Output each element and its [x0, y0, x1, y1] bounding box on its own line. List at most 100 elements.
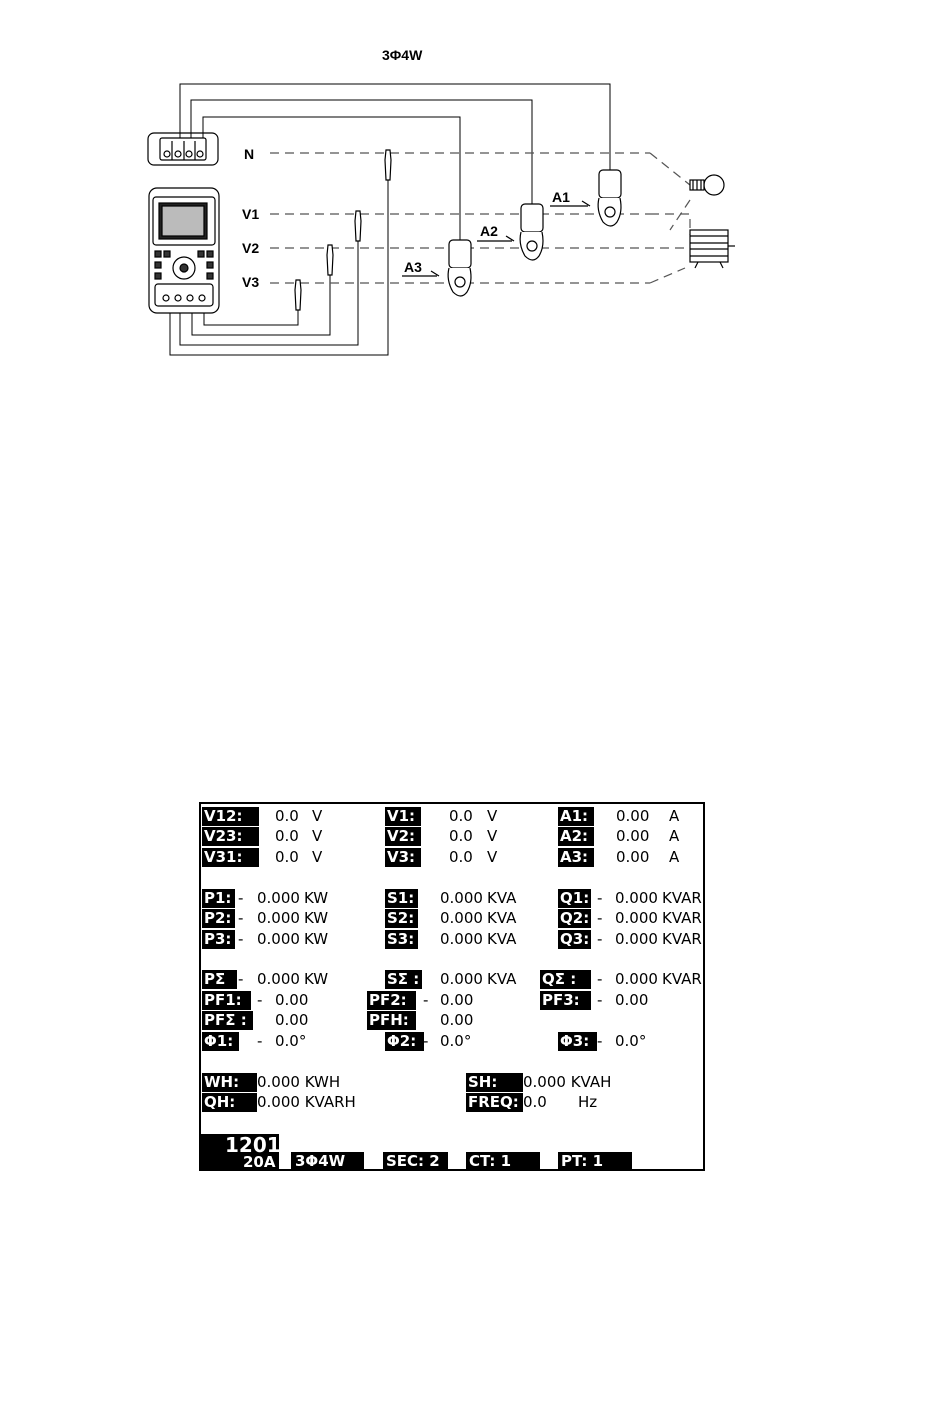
p3-label: P3:: [202, 930, 235, 949]
psum-sign: -: [238, 970, 244, 988]
a1-unit: A: [669, 807, 680, 825]
sh-value: 0.000 KVAH: [523, 1073, 612, 1091]
a1-value: 0.00: [616, 807, 650, 825]
clamp-wires: [179, 83, 611, 240]
q1-value: 0.000: [615, 889, 658, 907]
v12-value: 0.0: [275, 807, 299, 825]
s1-value: 0.000: [440, 889, 483, 907]
lcd-screen: V12: 0.0 V V23: 0.0 V V31: 0.0 V V1: 0.0…: [199, 802, 705, 1171]
s3-unit: KVA: [487, 930, 517, 948]
q3-sign: -: [597, 930, 603, 948]
p2-label: P2:: [202, 909, 235, 928]
phi2-value: 0.0°: [440, 1032, 472, 1050]
freq-label: FREQ:: [466, 1093, 523, 1112]
ssum-label: SΣ :: [385, 970, 422, 989]
v2-label: V2:: [385, 827, 421, 846]
v3-unit: V: [487, 848, 498, 866]
clamp-label-a2: A2: [480, 223, 498, 239]
p2-value: 0.000: [257, 909, 300, 927]
v23-label: V23:: [202, 827, 259, 846]
qsum-value: 0.000: [615, 970, 658, 988]
phase-lines: [270, 152, 691, 284]
wiring-mode: 3Φ4W: [291, 1152, 364, 1169]
power-meter-device: [148, 187, 220, 314]
pfsum-label: PFΣ :: [202, 1011, 253, 1030]
probe-wires: [169, 180, 389, 356]
lamp-load: [689, 174, 725, 196]
p1-unit: KW: [304, 889, 329, 907]
line-label-v3: V3: [242, 274, 259, 290]
line-label-n: N: [244, 146, 254, 162]
q2-value: 0.000: [615, 909, 658, 927]
p3-unit: KW: [304, 930, 329, 948]
q1-sign: -: [597, 889, 603, 907]
s3-value: 0.000: [440, 930, 483, 948]
q3-unit: KVAR: [662, 930, 702, 948]
pf1-sign: -: [257, 991, 263, 1009]
v12-unit: V: [312, 807, 323, 825]
s3-label: S3:: [385, 930, 418, 949]
psum-value: 0.000: [257, 970, 300, 988]
s2-label: S2:: [385, 909, 418, 928]
s1-unit: KVA: [487, 889, 517, 907]
voltage-probes: [294, 149, 392, 311]
line-label-v1: V1: [242, 206, 259, 222]
pfh-label: PFH:: [367, 1011, 416, 1030]
qsum-sign: -: [597, 970, 603, 988]
v23-unit: V: [312, 827, 323, 845]
a2-value: 0.00: [616, 827, 650, 845]
range-value: 20A: [243, 1153, 276, 1171]
pf3-label: PF3:: [540, 991, 591, 1010]
qh-label: QH:: [202, 1093, 257, 1112]
clamp-label-a1: A1: [552, 189, 570, 205]
q1-label: Q1:: [558, 889, 591, 908]
p1-sign: -: [238, 889, 244, 907]
phi3-label: Φ3:: [558, 1032, 597, 1051]
v3-value: 0.0: [449, 848, 473, 866]
v12-label: V12:: [202, 807, 259, 826]
p3-sign: -: [238, 930, 244, 948]
pf3-value: 0.00: [615, 991, 649, 1009]
qh-value: 0.000 KVARH: [257, 1093, 356, 1111]
s2-value: 0.000: [440, 909, 483, 927]
ssum-unit: KVA: [487, 970, 517, 988]
pt-indicator: PT: 1: [558, 1152, 632, 1169]
range-indicator: 1201 20A: [201, 1133, 281, 1171]
p3-value: 0.000: [257, 930, 300, 948]
pf1-value: 0.00: [275, 991, 309, 1009]
psum-unit: KW: [304, 970, 329, 988]
phi3-sign: -: [597, 1032, 603, 1050]
a3-label: A3:: [558, 848, 594, 867]
v1-label: V1:: [385, 807, 421, 826]
count-value: 1201: [225, 1133, 281, 1157]
p2-sign: -: [238, 909, 244, 927]
current-arrows: [402, 200, 591, 277]
ct-indicator: CT: 1: [466, 1152, 540, 1169]
qsum-unit: KVAR: [662, 970, 702, 988]
v31-label: V31:: [202, 848, 259, 867]
v23-value: 0.0: [275, 827, 299, 845]
p1-value: 0.000: [257, 889, 300, 907]
q2-label: Q2:: [558, 909, 591, 928]
phi1-sign: -: [257, 1032, 263, 1050]
wh-value: 0.000 KWH: [257, 1073, 341, 1091]
pf3-sign: -: [597, 991, 603, 1009]
s2-unit: KVA: [487, 909, 517, 927]
pf2-value: 0.00: [440, 991, 474, 1009]
pf2-sign: -: [423, 991, 429, 1009]
a1-label: A1:: [558, 807, 594, 826]
v1-value: 0.0: [449, 807, 473, 825]
line-label-v2: V2: [242, 240, 259, 256]
q2-sign: -: [597, 909, 603, 927]
v1-unit: V: [487, 807, 498, 825]
q2-unit: KVAR: [662, 909, 702, 927]
pfsum-value: 0.00: [275, 1011, 309, 1029]
clamp-label-a3: A3: [404, 259, 422, 275]
v3-label: V3:: [385, 848, 421, 867]
p2-unit: KW: [304, 909, 329, 927]
a3-unit: A: [669, 848, 680, 866]
phi1-value: 0.0°: [275, 1032, 307, 1050]
freq-value: 0.0: [523, 1093, 547, 1111]
ssum-value: 0.000: [440, 970, 483, 988]
connector-box: [147, 132, 219, 166]
